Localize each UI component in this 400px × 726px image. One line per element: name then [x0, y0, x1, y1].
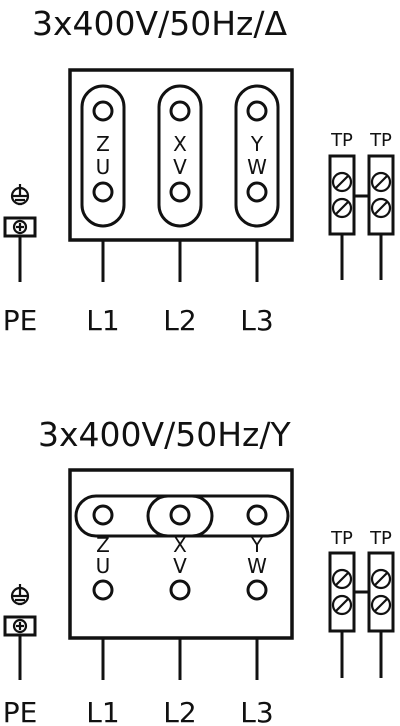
delta-bridge-1: [80, 84, 126, 228]
delta-stud-z: [92, 100, 114, 122]
star-tp-label-1: TP: [330, 528, 353, 549]
star-bridge-inner: [146, 494, 214, 538]
delta-line-l2: L2: [163, 304, 196, 337]
star-stud-x: [169, 504, 191, 526]
star-stud-v: [169, 579, 191, 601]
delta-earth-icon: [3, 184, 37, 282]
delta-bridge-2: [157, 84, 203, 228]
star-line-l3: L3: [240, 696, 273, 726]
delta-label-y: Y: [250, 132, 264, 156]
delta-terminal-box: [68, 68, 294, 242]
star-label-x: X: [173, 533, 187, 557]
star-line-l2: L2: [163, 696, 196, 726]
delta-label-u: U: [96, 155, 111, 179]
delta-label-v: V: [173, 155, 187, 179]
star-earth-icon: [3, 584, 37, 680]
star-title: 3x400V/50Hz/Y: [38, 415, 291, 454]
delta-stud-y: [246, 100, 268, 122]
delta-thermal-protector: TP TP: [328, 130, 395, 280]
star-stud-u: [92, 579, 114, 601]
star-stud-z: [92, 504, 114, 526]
star-stud-y: [246, 504, 268, 526]
delta-label-z: Z: [96, 132, 110, 156]
star-label-y: Y: [250, 533, 264, 557]
star-connection-diagram: 3x400V/50Hz/Y Z U X V Y W L1 L2 L3: [3, 415, 395, 726]
delta-line-l1: L1: [86, 304, 119, 337]
delta-title: 3x400V/50Hz/Δ: [32, 4, 287, 43]
delta-stud-x: [169, 100, 191, 122]
star-thermal-protector: TP TP: [328, 528, 395, 678]
star-terminal-box: [68, 468, 294, 640]
star-label-v: V: [173, 554, 187, 578]
delta-tp-label-1: TP: [330, 130, 353, 151]
delta-line-l3: L3: [240, 304, 273, 337]
delta-stud-w: [246, 181, 268, 203]
delta-connection-diagram: 3x400V/50Hz/Δ Z U X V Y W L1 L2 L3: [3, 4, 395, 337]
star-label-z: Z: [96, 533, 110, 557]
delta-tp-label-2: TP: [369, 130, 392, 151]
star-label-w: W: [247, 554, 267, 578]
delta-bridge-3: [234, 84, 280, 228]
star-label-u: U: [96, 554, 111, 578]
star-stud-w: [246, 579, 268, 601]
delta-pe-label: PE: [3, 304, 38, 337]
star-tp-label-2: TP: [369, 528, 392, 549]
star-line-l1: L1: [86, 696, 119, 726]
delta-label-x: X: [173, 132, 187, 156]
delta-stud-u: [92, 181, 114, 203]
star-pe-label: PE: [3, 696, 38, 726]
delta-stud-v: [169, 181, 191, 203]
delta-label-w: W: [247, 155, 267, 179]
